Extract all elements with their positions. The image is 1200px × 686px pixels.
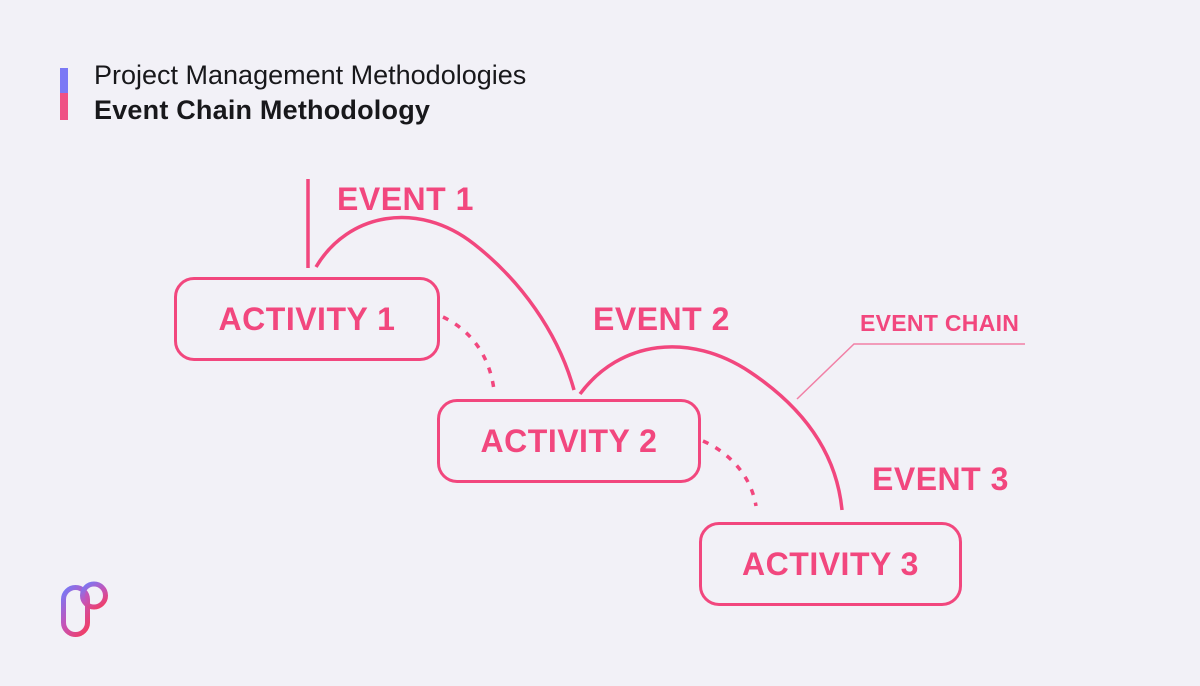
title-accent-bar	[60, 68, 68, 120]
activity-1-label: ACTIVITY 1	[218, 300, 396, 337]
accent-bar-pink-segment	[60, 93, 68, 120]
event-2-label: EVENT 2	[593, 301, 730, 337]
activity-3-label: ACTIVITY 3	[742, 545, 919, 582]
activity-1-node: ACTIVITY 1	[174, 277, 440, 361]
series-kicker: Project Management Methodologies	[94, 60, 527, 90]
activity-1-to-2-dashed-arrow	[442, 315, 496, 391]
event-chain-annotation-label: EVENT CHAIN	[860, 310, 1020, 336]
activity-3-node: ACTIVITY 3	[699, 522, 962, 606]
accent-bar-purple-segment	[60, 68, 68, 93]
activity-2-node: ACTIVITY 2	[437, 399, 701, 483]
page-title: Event Chain Methodology	[94, 95, 431, 125]
event-chain-pointer-line	[796, 343, 1025, 400]
event-3-label: EVENT 3	[872, 461, 1009, 497]
brand-p-logo-icon	[61, 581, 108, 637]
event-1-label: EVENT 1	[337, 181, 474, 217]
activity-2-label: ACTIVITY 2	[480, 422, 658, 459]
activity-2-to-3-dashed-arrow	[702, 439, 758, 507]
